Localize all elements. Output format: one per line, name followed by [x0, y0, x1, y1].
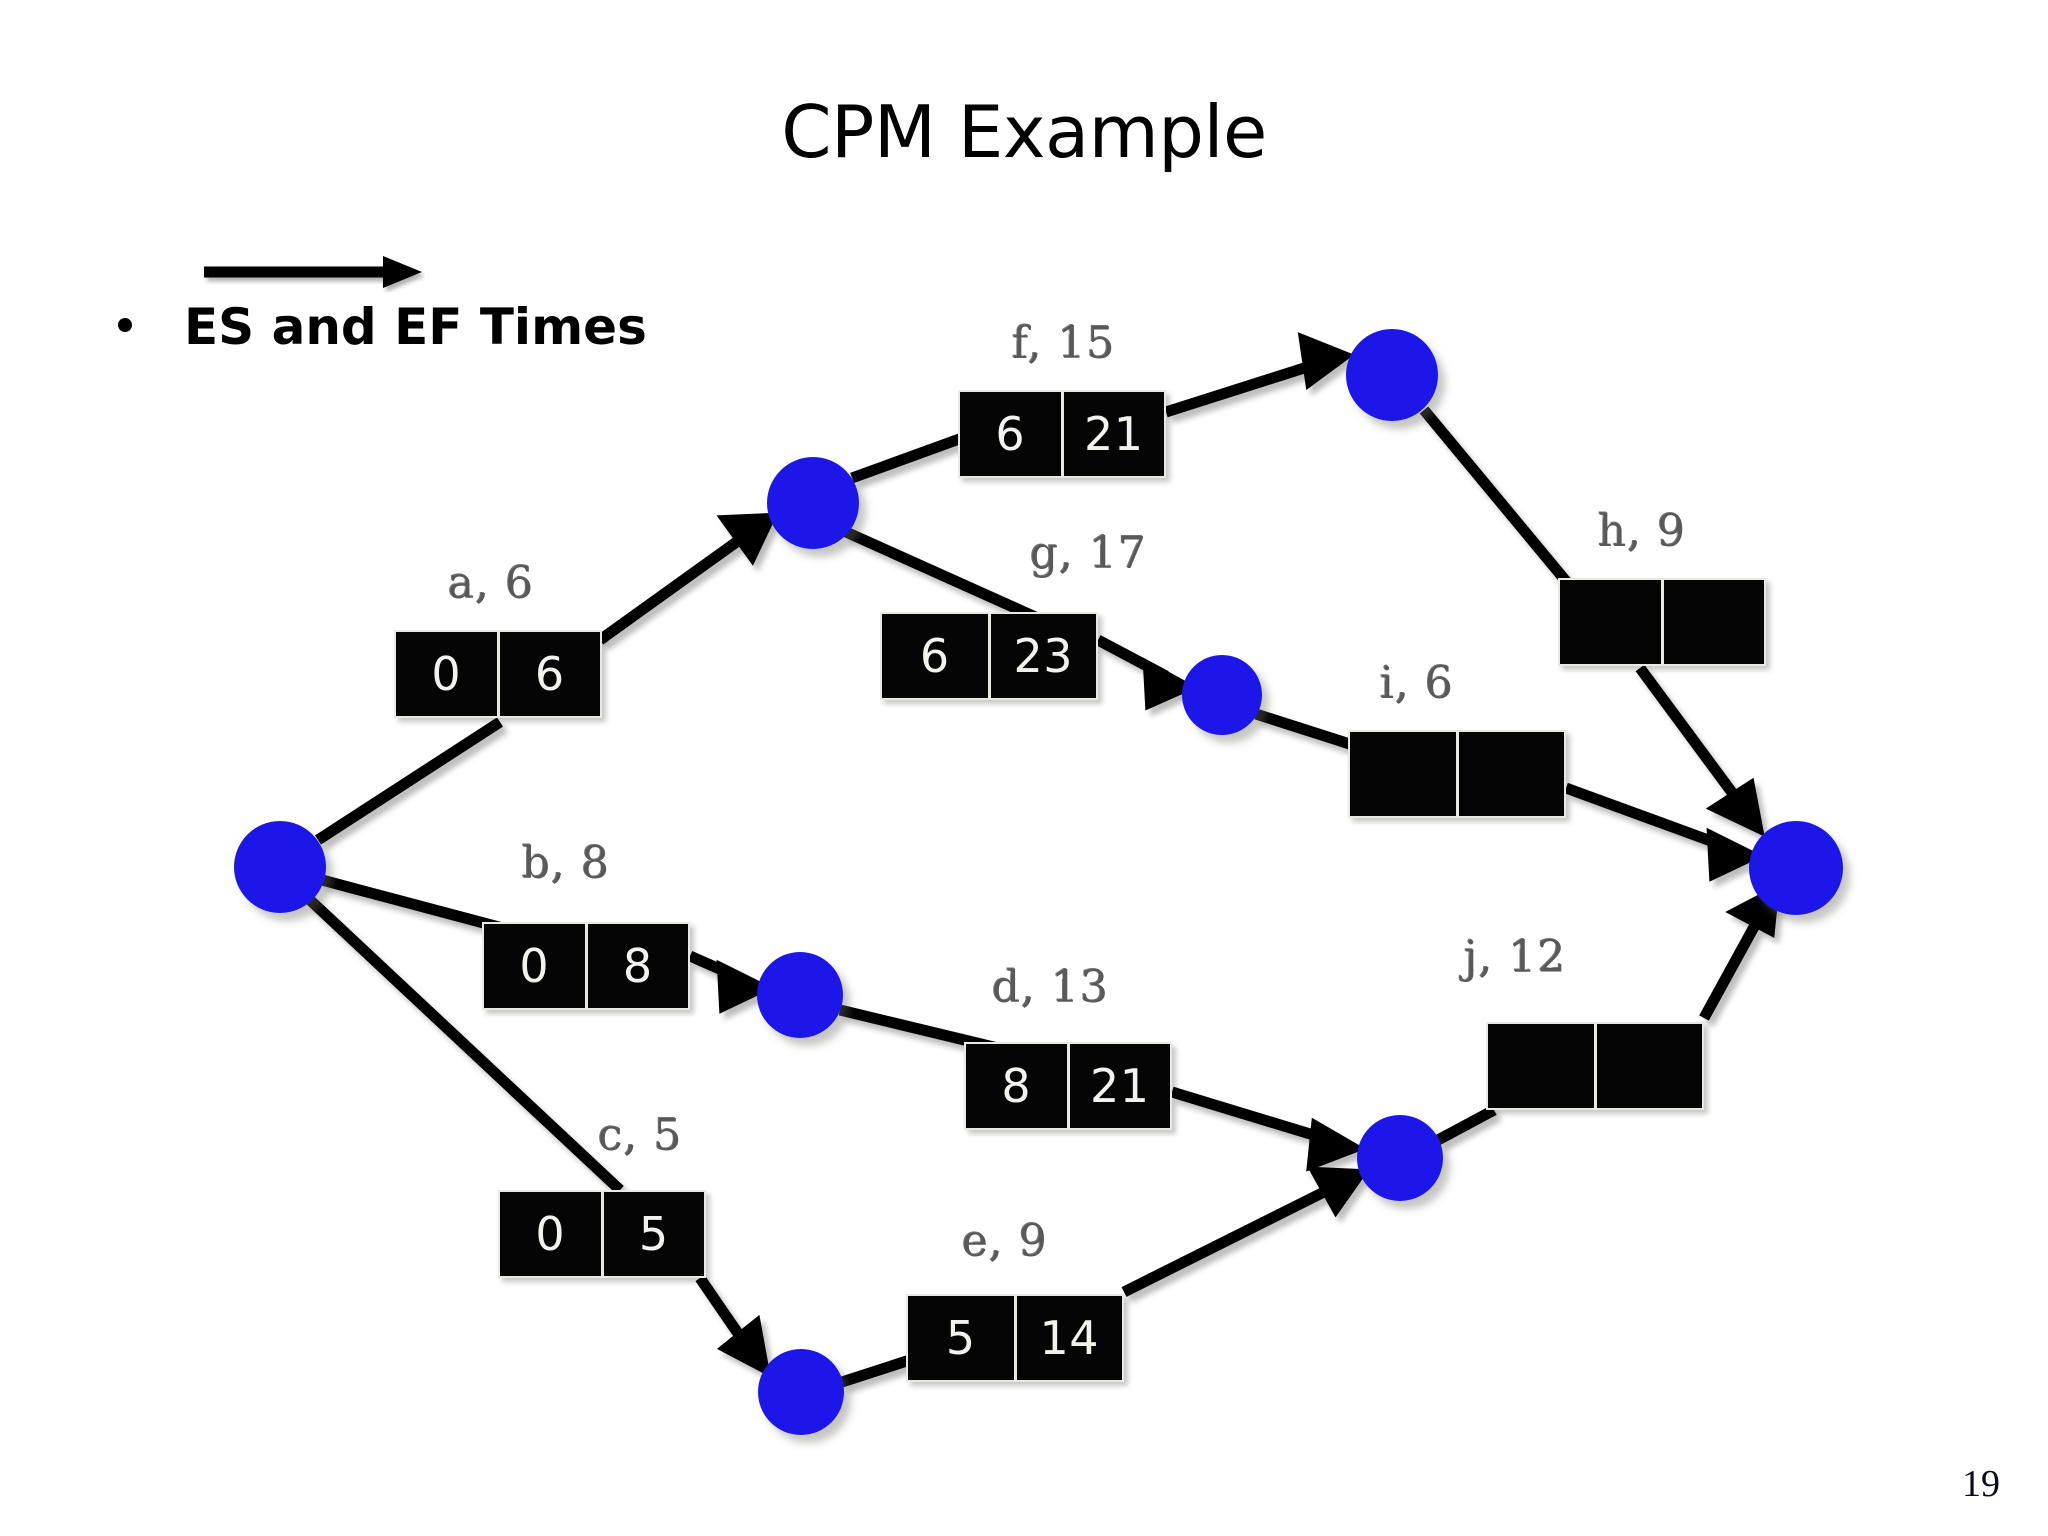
es-value-h [1560, 580, 1664, 664]
activity-label-e: e, 9 [962, 1216, 1049, 1267]
edge-fnode-to-h [1419, 406, 1575, 590]
es-value-i [1350, 732, 1459, 816]
arrowhead-h [1705, 777, 1765, 837]
arrowhead-d [1306, 1117, 1366, 1172]
es-ef-box-h [1558, 578, 1766, 666]
activity-label-d: d, 13 [992, 962, 1110, 1013]
edge-f-to-node [1164, 357, 1322, 418]
node-b-end [757, 952, 843, 1038]
edge-h-to-end [1635, 664, 1747, 810]
es-ef-box-j [1486, 1022, 1704, 1110]
edge-node-to-g [843, 526, 1045, 626]
edge-j-to-end [1699, 913, 1765, 1021]
activity-label-j: j, 12 [1464, 932, 1567, 983]
es-ef-box-c: 0 5 [498, 1190, 706, 1278]
es-ef-box-b: 0 8 [482, 922, 690, 1010]
es-ef-box-e: 5 14 [906, 1294, 1124, 1382]
edge-cnode-to-e [840, 1352, 918, 1388]
arrowhead-i [1706, 827, 1764, 882]
arrowhead-b [716, 959, 774, 1014]
activity-label-c: c, 5 [598, 1110, 683, 1161]
ef-value-h [1664, 580, 1765, 664]
edge-d-to-node [1170, 1086, 1332, 1146]
activity-label-a: a, 6 [448, 558, 535, 609]
arrowhead-e [1307, 1166, 1370, 1218]
page-title: CPM Example [781, 90, 1267, 174]
es-ef-box-g: 6 23 [880, 612, 1098, 700]
arrowhead-f [1297, 332, 1355, 390]
edge-e-to-dnode [1121, 1181, 1339, 1297]
es-value-a: 0 [396, 632, 500, 716]
ef-value-e: 14 [1039, 1311, 1100, 1365]
es-value-b: 0 [484, 924, 588, 1008]
activity-label-b: b, 8 [522, 838, 611, 889]
activity-label-i: i, 6 [1380, 658, 1455, 709]
edge-start-to-a [315, 717, 503, 845]
es-value-j [1488, 1024, 1597, 1108]
edge-start-to-b [320, 874, 512, 936]
ef-value-a: 6 [534, 647, 565, 701]
activity-label-f: f, 15 [1012, 318, 1116, 369]
arrowhead-a [716, 512, 779, 566]
ef-value-j [1597, 1024, 1703, 1108]
es-value-c: 0 [500, 1192, 604, 1276]
node-g-end [1182, 655, 1262, 735]
node-c-end [758, 1349, 844, 1435]
edge-start-to-c [306, 895, 624, 1195]
arrowhead-g [1142, 657, 1198, 711]
activity-label-h: h, 9 [1598, 506, 1687, 557]
node-a-end [767, 457, 859, 549]
es-value-f: 6 [960, 392, 1064, 476]
bullet-row: ES and EF Times [118, 298, 647, 356]
node-finish [1749, 821, 1843, 915]
node-d-end [1357, 1115, 1443, 1201]
page-number: 19 [1962, 1463, 2000, 1505]
right-arrow-icon [204, 256, 422, 288]
ef-value-c: 5 [638, 1207, 669, 1261]
edge-i-to-end [1564, 782, 1732, 854]
es-ef-box-f: 6 21 [958, 390, 1166, 478]
arrowhead-c [716, 1314, 771, 1378]
bullet-text: ES and EF Times [184, 298, 647, 356]
bullet-marker-icon [118, 318, 132, 332]
node-f-end [1346, 329, 1438, 421]
edge-node-to-f [850, 432, 964, 484]
edge-gnode-to-i [1254, 708, 1358, 752]
activity-label-g: g, 17 [1030, 528, 1148, 579]
es-value-e: 5 [908, 1296, 1017, 1380]
es-ef-box-a: 0 6 [394, 630, 602, 718]
node-start [234, 821, 326, 913]
ef-value-b: 8 [622, 939, 653, 993]
es-ef-box-i [1348, 730, 1566, 818]
edge-a-to-node [596, 523, 760, 645]
ef-value-g: 23 [1013, 629, 1074, 683]
ef-value-f: 21 [1083, 407, 1144, 461]
ef-value-i [1459, 732, 1565, 816]
es-value-g: 6 [882, 614, 991, 698]
edge-dnode-to-j [1435, 1105, 1497, 1145]
es-ef-box-d: 8 21 [964, 1042, 1172, 1130]
ef-value-d: 21 [1089, 1059, 1150, 1113]
es-value-d: 8 [966, 1044, 1070, 1128]
